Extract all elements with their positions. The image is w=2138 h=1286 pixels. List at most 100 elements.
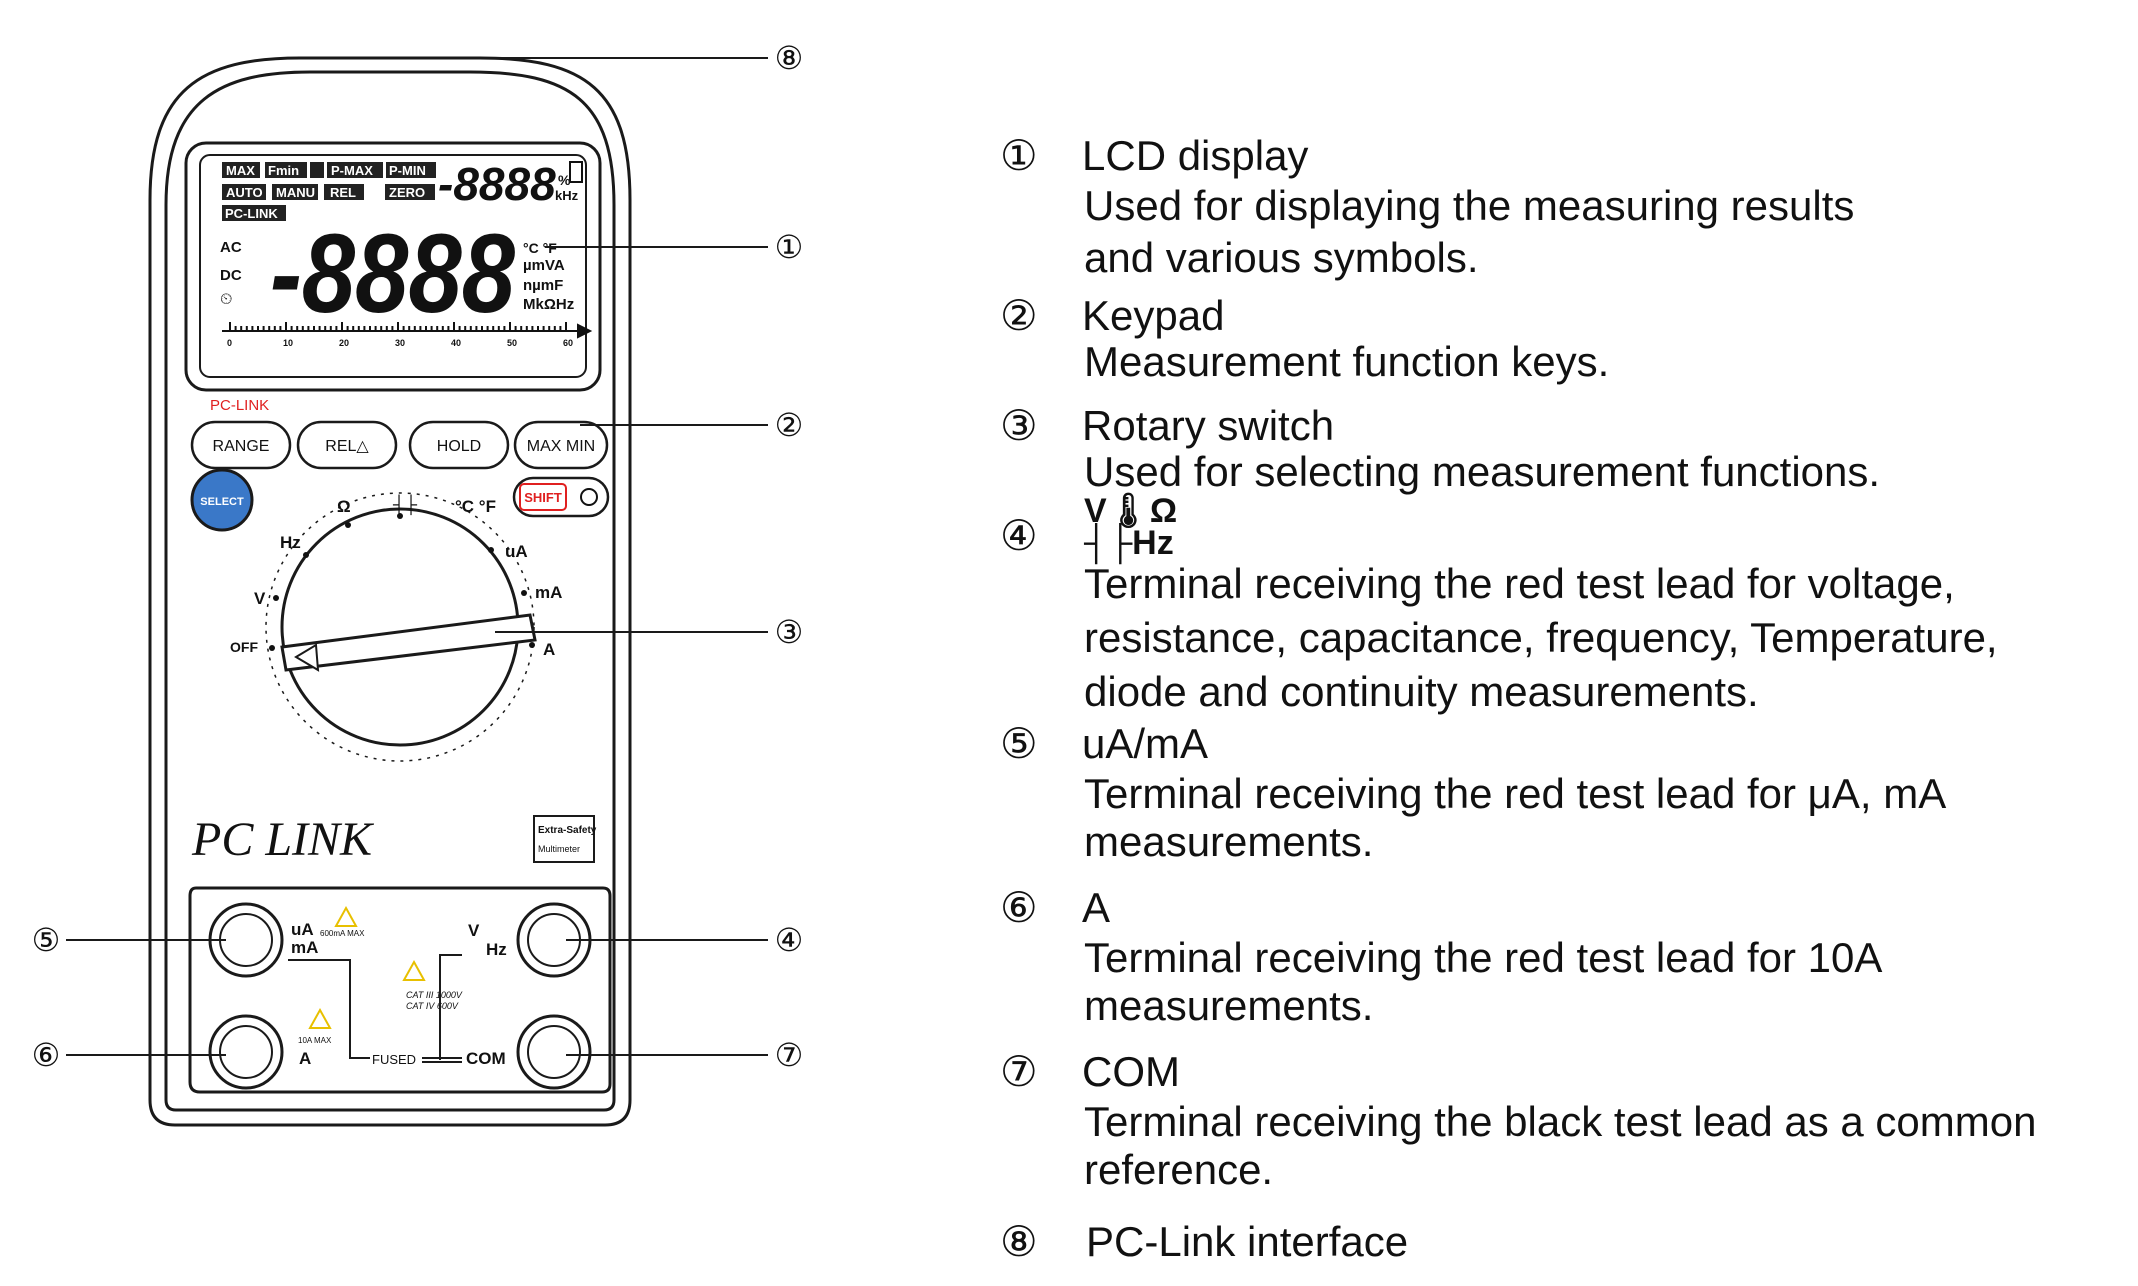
dial-temp: °C °F <box>455 497 496 516</box>
dial-ua: uA <box>505 542 528 561</box>
rel-key[interactable] <box>296 420 398 470</box>
dial-cap: ┤├ <box>393 494 418 516</box>
legend-desc-line: Terminal receiving the red test lead for… <box>1084 770 1947 817</box>
hold-key[interactable] <box>408 420 510 470</box>
pclink-key-label: PC-LINK <box>210 397 269 414</box>
legend-desc-line: measurements. <box>1084 982 1374 1029</box>
legend-num: ③ <box>1000 402 1038 449</box>
timer-icon: ⏲ <box>220 291 232 308</box>
lcd-ac: AC <box>220 239 242 256</box>
legend-desc-line: Terminal receiving the black test lead a… <box>1084 1098 2037 1145</box>
legend-title: A <box>1082 884 1111 931</box>
legend-desc-line: reference. <box>1084 1146 1274 1193</box>
lcd-dc: DC <box>220 267 242 284</box>
bargraph-tick-label: 30 <box>395 338 405 348</box>
cat-rating-1: CAT III 1000V <box>406 990 463 1000</box>
legend-num: ② <box>1000 292 1038 339</box>
range-key[interactable] <box>190 420 292 470</box>
callout-lines <box>66 57 768 1056</box>
legend-num: ⑦ <box>1000 1048 1038 1095</box>
cat-rating-2: CAT IV 600V <box>406 1001 459 1011</box>
shift-key[interactable] <box>512 476 610 518</box>
maxmin-key[interactable] <box>513 420 609 470</box>
lcd-sub-digits: -8888 <box>438 158 556 210</box>
dial-ohm: Ω <box>337 497 351 516</box>
terminal-a[interactable] <box>208 1014 284 1090</box>
terminal-v-label: V <box>468 921 480 940</box>
hold-key-label: HOLD <box>437 438 481 455</box>
legend-num: ⑧ <box>1000 1218 1038 1265</box>
terminal-hz-label: Hz <box>486 940 507 959</box>
bargraph-tick-label: 10 <box>283 338 293 348</box>
lcd-units-4: MkΩHz <box>523 296 574 313</box>
callout-7: ⑦ <box>775 1037 804 1073</box>
callout-3: ③ <box>775 614 804 650</box>
terminal-ua-label: uA <box>291 920 314 939</box>
legend-desc-line: resistance, capacitance, frequency, Temp… <box>1084 614 1998 661</box>
bargraph-tick-label: 0 <box>227 338 232 348</box>
shift-key-label: SHIFT <box>524 490 562 505</box>
legend-desc-line: Terminal receiving the red test lead for… <box>1084 560 1955 607</box>
rotary-switch[interactable] <box>265 492 537 762</box>
lcd-ann-rel: REL <box>330 185 356 200</box>
legend-title: Keypad <box>1082 292 1225 339</box>
lcd-units-3: nµmF <box>523 277 563 294</box>
bargraph-tick-label: 40 <box>451 338 461 348</box>
battery-icon <box>569 161 583 183</box>
bargraph-tick-label: 60 <box>563 338 573 348</box>
warning-icons <box>308 905 426 1029</box>
callout-1: ① <box>775 229 804 265</box>
fused-label: FUSED <box>372 1052 416 1067</box>
lcd-ann-fmin: Fmin <box>268 163 299 178</box>
pclink-logo: PC LINK <box>191 813 375 866</box>
rel-key-label: REL△ <box>325 438 369 455</box>
diode-icon <box>580 488 598 506</box>
lcd-ann-auto: AUTO <box>226 185 263 200</box>
badge-line1: Extra-Safety <box>538 825 597 836</box>
legend-title: LCD display <box>1082 132 1309 179</box>
legend-title: COM <box>1082 1048 1180 1095</box>
lcd-ann-zero: ZERO <box>389 185 425 200</box>
callout-6: ⑥ <box>32 1037 61 1073</box>
dial-hz: Hz <box>280 533 301 552</box>
dial-ma: mA <box>535 583 562 602</box>
terminal-ma-label: mA <box>291 938 318 957</box>
terminal-panel <box>188 886 612 1094</box>
bargraph <box>222 322 593 339</box>
legend-desc-line: Used for selecting measurement functions… <box>1084 448 1881 495</box>
callout-2: ② <box>775 407 804 443</box>
legend-symbol-line1: V🌡Ω <box>1084 492 1178 530</box>
dial-off: OFF <box>230 639 258 655</box>
keypad <box>190 420 609 470</box>
lcd-units-1: °C °F <box>523 240 557 256</box>
terminal-a-label: A <box>299 1049 311 1068</box>
legend-num: ④ <box>1000 512 1038 559</box>
lcd-main-digits: -8888 <box>270 211 516 336</box>
legend-desc-line: measurements. <box>1084 818 1374 865</box>
maxmin-key-label: MAX MIN <box>527 438 595 455</box>
lcd-units-2: µmVA <box>523 257 565 274</box>
legend-desc-line: Measurement function keys. <box>1084 338 1610 385</box>
lcd-ann-max: MAX <box>226 163 255 178</box>
com-label: COM <box>466 1049 506 1068</box>
legend-title: PC-Link interface <box>1086 1218 1409 1265</box>
safety-badge <box>533 815 595 863</box>
legend-num: ⑥ <box>1000 884 1038 931</box>
lcd-ann-manu: MANU <box>276 185 315 200</box>
legend-desc-line: Used for displaying the measuring result… <box>1084 182 1855 229</box>
select-key[interactable] <box>190 468 254 532</box>
lcd-ann-pmin: P-MIN <box>389 163 426 178</box>
badge-line2: Multimeter <box>538 844 580 854</box>
lcd-percent: % <box>558 172 571 188</box>
lcd-display: MAX Fmin P-MAX P-MIN AUTO MANU REL ZERO … <box>184 141 602 392</box>
terminal-ua-max: 600mA MAX <box>320 929 365 938</box>
legend-num: ① <box>1000 132 1038 179</box>
select-key-label: SELECT <box>200 496 244 508</box>
legend-symbol-line2: ┤├Hz <box>1084 524 1174 562</box>
bargraph-tick-label: 20 <box>339 338 349 348</box>
terminal-com[interactable] <box>516 1014 592 1090</box>
lcd-ann-pmax: P-MAX <box>331 163 373 178</box>
dial-v: V <box>254 589 266 608</box>
callout-numbers: ① ② ③ ④ ⑤ ⑥ ⑦ ⑧ <box>32 40 804 1073</box>
